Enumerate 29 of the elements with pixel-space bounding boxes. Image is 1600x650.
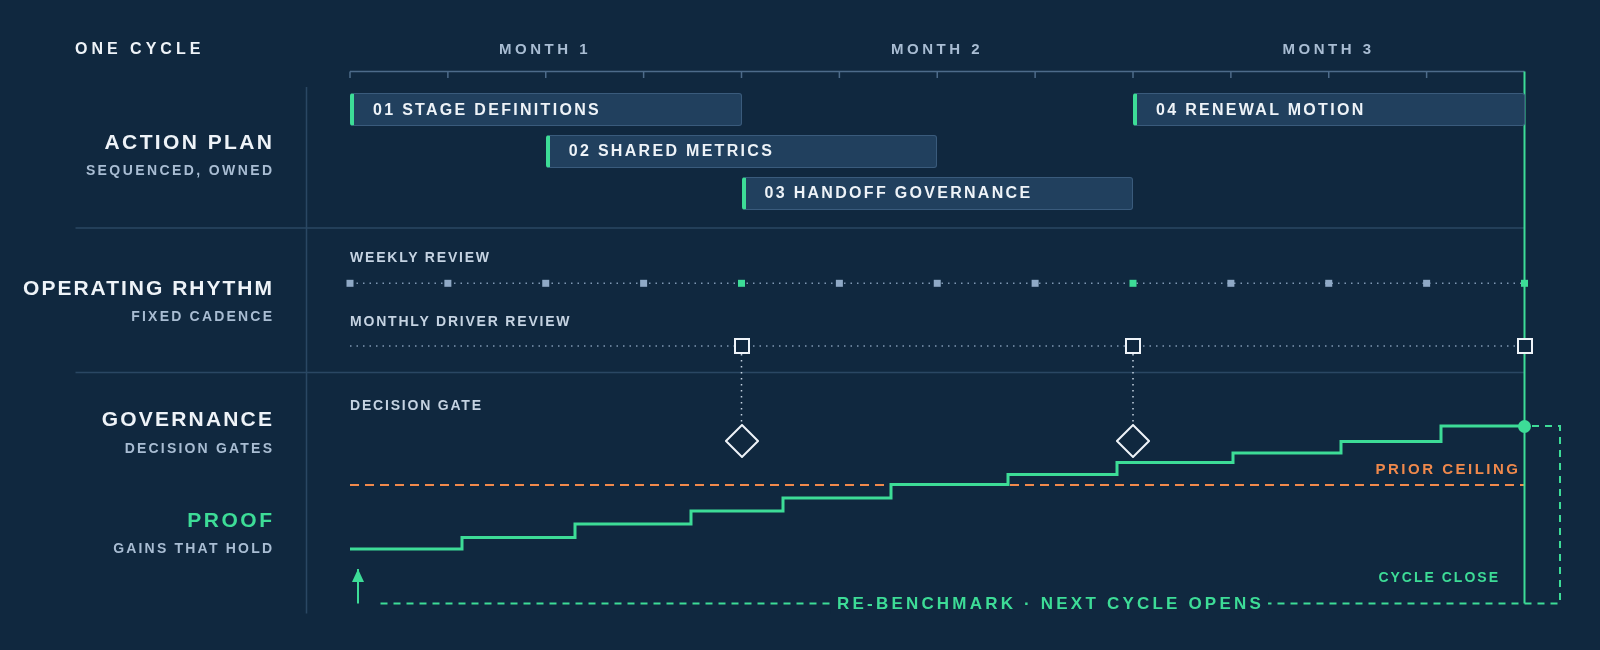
row-subheading: GAINS THAT HOLD — [113, 540, 275, 555]
threshold-label: PRIOR CEILING — [1375, 461, 1521, 476]
decision-diamond — [724, 424, 759, 458]
task-bar: 03 HANDOFF GOVERNANCE — [741, 176, 1133, 210]
row-subheading: DECISION GATES — [124, 440, 275, 455]
dotted-connector — [740, 353, 743, 425]
month-label: MONTH 3 — [1282, 41, 1375, 56]
square-marker-icon — [733, 338, 750, 354]
square-marker-icon — [1125, 338, 1141, 354]
row-heading: PROOF — [187, 508, 275, 530]
row-subheading: SEQUENCED, OWNED — [85, 162, 275, 177]
track-label: MONTHLY DRIVER REVIEW — [350, 313, 572, 328]
track-label: WEEKLY REVIEW — [350, 250, 491, 264]
decision-diamond — [1116, 424, 1150, 458]
month-label: MONTH 2 — [891, 41, 983, 56]
track-label: DECISION GATE — [350, 398, 483, 412]
task-bar: 01 STAGE DEFINITIONS — [350, 93, 742, 126]
chart-heading: ONE CYCLE — [75, 40, 205, 57]
month-label: MONTH 1 — [499, 41, 591, 56]
row-heading: GOVERNANCE — [101, 408, 275, 429]
dotted-connector — [1132, 353, 1134, 425]
marker-label: CYCLE CLOSE — [1378, 570, 1500, 584]
task-bar: 02 SHARED METRICS — [545, 134, 938, 168]
square-marker-icon — [1516, 338, 1533, 354]
row-heading: ACTION PLAN — [104, 130, 275, 152]
task-bar: 04 RENEWAL MOTION — [1133, 93, 1525, 126]
row-heading: OPERATING RHYTHM — [23, 276, 274, 298]
end-dot-icon — [1518, 419, 1531, 433]
row-subheading: FIXED CADENCE — [131, 309, 275, 323]
